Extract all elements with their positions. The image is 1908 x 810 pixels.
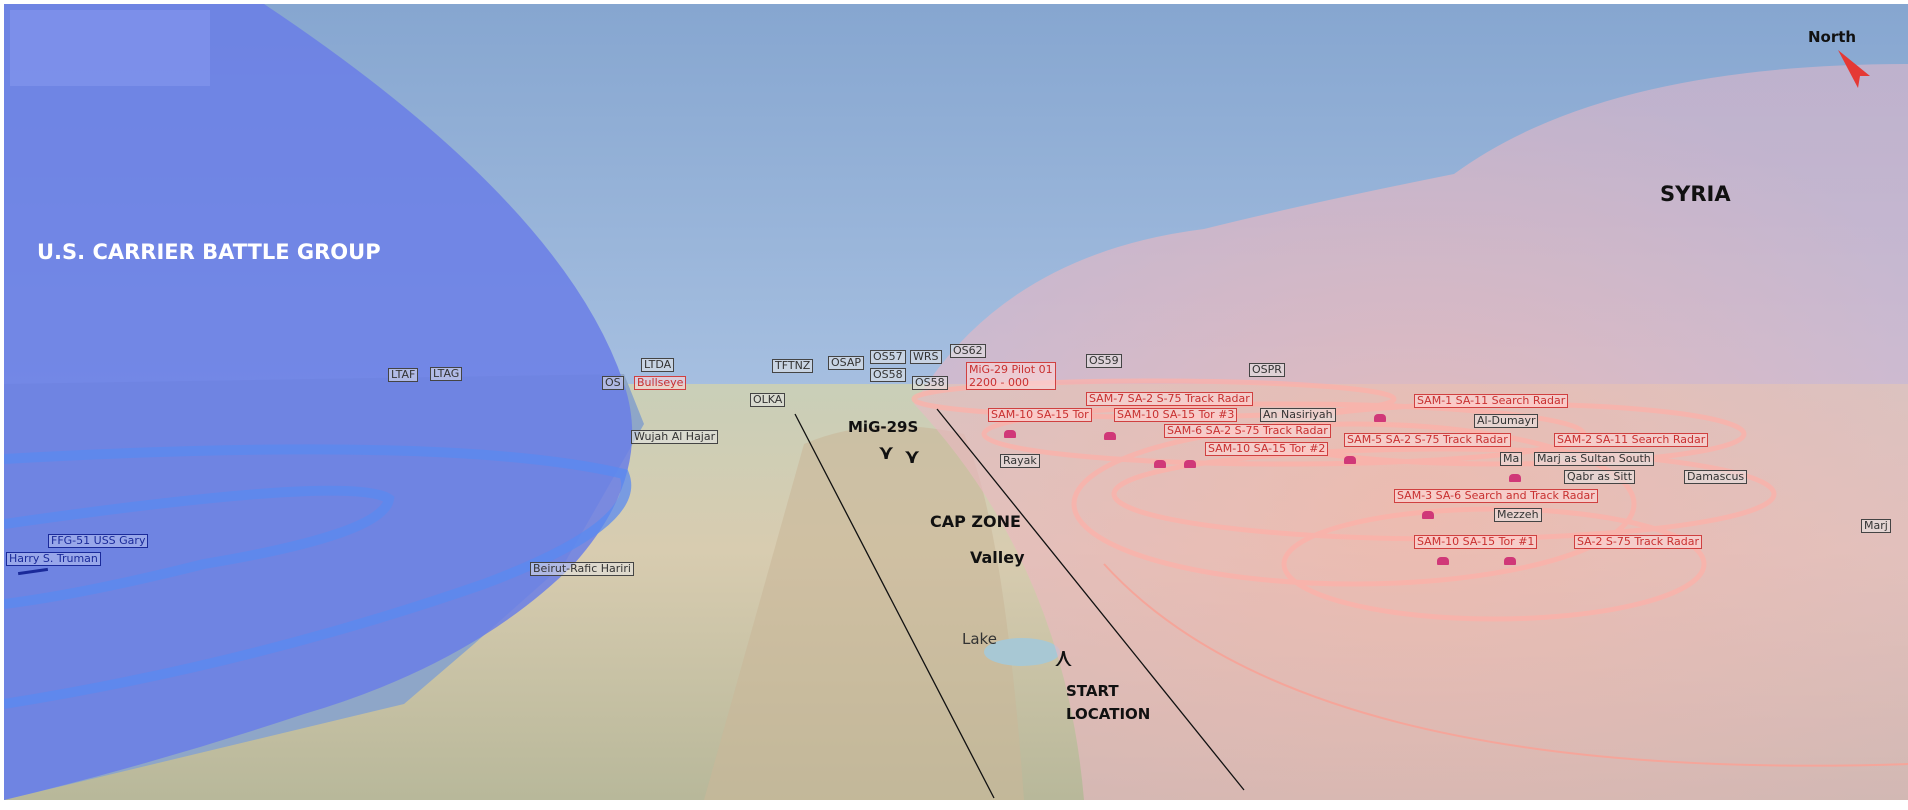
sam-site-icon[interactable] [1344,456,1356,464]
syria-title: SYRIA [1660,182,1731,206]
sam-label[interactable]: SAM-3 SA-6 Search and Track Radar [1394,489,1598,503]
start-location-line2: LOCATION [1066,705,1151,723]
sam-label[interactable]: SAM-10 SA-15 Tor #3 [1114,408,1238,422]
place-an-nasiriyah[interactable]: An Nasiriyah [1260,408,1336,422]
sam-label[interactable]: SAM-10 SA-15 Tor #2 [1205,442,1329,456]
sam-site-icon[interactable] [1154,460,1166,468]
aircraft-icon: ⋎ [878,440,895,464]
waypoint-os57[interactable]: OS57 [870,350,906,364]
cap-zone-boundary-east [936,408,1245,791]
waypoint-os59[interactable]: OS59 [1086,354,1122,368]
waypoint-os[interactable]: OS [602,376,624,390]
ship-truman-label[interactable]: Harry S. Truman [6,552,101,566]
place-wujah-al-hajar[interactable]: Wujah Al Hajar [631,430,719,444]
place-al-dumayr[interactable]: Al-Dumayr [1474,414,1539,428]
aircraft-icon: ⋎ [904,444,921,468]
sam-site-icon[interactable] [1437,557,1449,565]
place-mezzeh[interactable]: Mezzeh [1494,508,1542,522]
bullseye-marker[interactable]: Bullseye [634,376,687,390]
waypoint-os58b[interactable]: OS58 [912,376,948,390]
valley-label: Valley [970,548,1025,567]
sam-site-icon[interactable] [1422,511,1434,519]
waypoint-ltaf[interactable]: LTAF [388,368,419,382]
sam-label[interactable]: SAM-2 SA-11 Search Radar [1554,433,1709,447]
mig-pilot-altitude: 2200 - 000 [969,376,1029,389]
place-qabr-as-sitt[interactable]: Qabr as Sitt [1564,470,1636,484]
map-3d-view[interactable]: U.S. CARRIER BATTLE GROUP SYRIA North Mi… [4,4,1908,800]
sam-label[interactable]: SAM-1 SA-11 Search Radar [1414,394,1569,408]
mig-pilot-label[interactable]: MiG-29 Pilot 01 2200 - 000 [966,362,1056,390]
carrier-group-title: U.S. CARRIER BATTLE GROUP [37,240,381,264]
waypoint-os62[interactable]: OS62 [950,344,986,358]
north-label: North [1808,28,1857,46]
lake-label: Lake [962,630,997,648]
place-rayak[interactable]: Rayak [1000,454,1040,468]
waypoint-olka[interactable]: OLKA [750,393,786,407]
cap-zone-boundary-west [794,413,995,799]
sam-label[interactable]: SAM-7 SA-2 S-75 Track Radar [1086,392,1253,406]
waypoint-ltda[interactable]: LTDA [641,358,675,372]
place-marj[interactable]: Marj [1861,519,1891,533]
sam-label[interactable]: SAM-6 SA-2 S-75 Track Radar [1164,424,1331,438]
ship-ffg51-label[interactable]: FFG-51 USS Gary [48,534,149,548]
sam-site-icon[interactable] [1004,430,1016,438]
sam-site-icon[interactable] [1184,460,1196,468]
start-location-line1: START [1066,682,1119,700]
sam-label[interactable]: SAM-10 SA-15 Tor [988,408,1092,422]
sam-site-icon[interactable] [1374,414,1386,422]
place-ma[interactable]: Ma [1500,452,1523,466]
start-aircraft-icon: ⋎ [1054,644,1074,674]
sam-label[interactable]: SA-2 S-75 Track Radar [1574,535,1703,549]
sam-label[interactable]: SAM-10 SA-15 Tor #1 [1414,535,1538,549]
mig-label: MiG-29S [848,418,919,436]
terrain-background [4,4,1908,800]
sam-label[interactable]: SAM-5 SA-2 S-75 Track Radar [1344,433,1511,447]
waypoint-wrs[interactable]: WRS [910,350,942,364]
sam-site-icon[interactable] [1509,474,1521,482]
sam-site-icon[interactable] [1104,432,1116,440]
north-arrow-icon [1838,50,1870,88]
mig-pilot-name: MiG-29 Pilot 01 [969,363,1053,376]
waypoint-ospr[interactable]: OSPR [1249,363,1285,377]
waypoint-ltag[interactable]: LTAG [430,367,463,381]
sam-site-icon[interactable] [1504,557,1516,565]
cap-zone-label: CAP ZONE [930,512,1021,531]
waypoint-os58[interactable]: OS58 [870,368,906,382]
place-damascus[interactable]: Damascus [1684,470,1748,484]
waypoint-tftnz[interactable]: TFTNZ [772,359,814,373]
waypoint-osap[interactable]: OSAP [828,356,865,370]
place-marj-as-sultan-south[interactable]: Marj as Sultan South [1534,452,1654,466]
airport-beirut[interactable]: Beirut-Rafic Hariri [530,562,634,576]
